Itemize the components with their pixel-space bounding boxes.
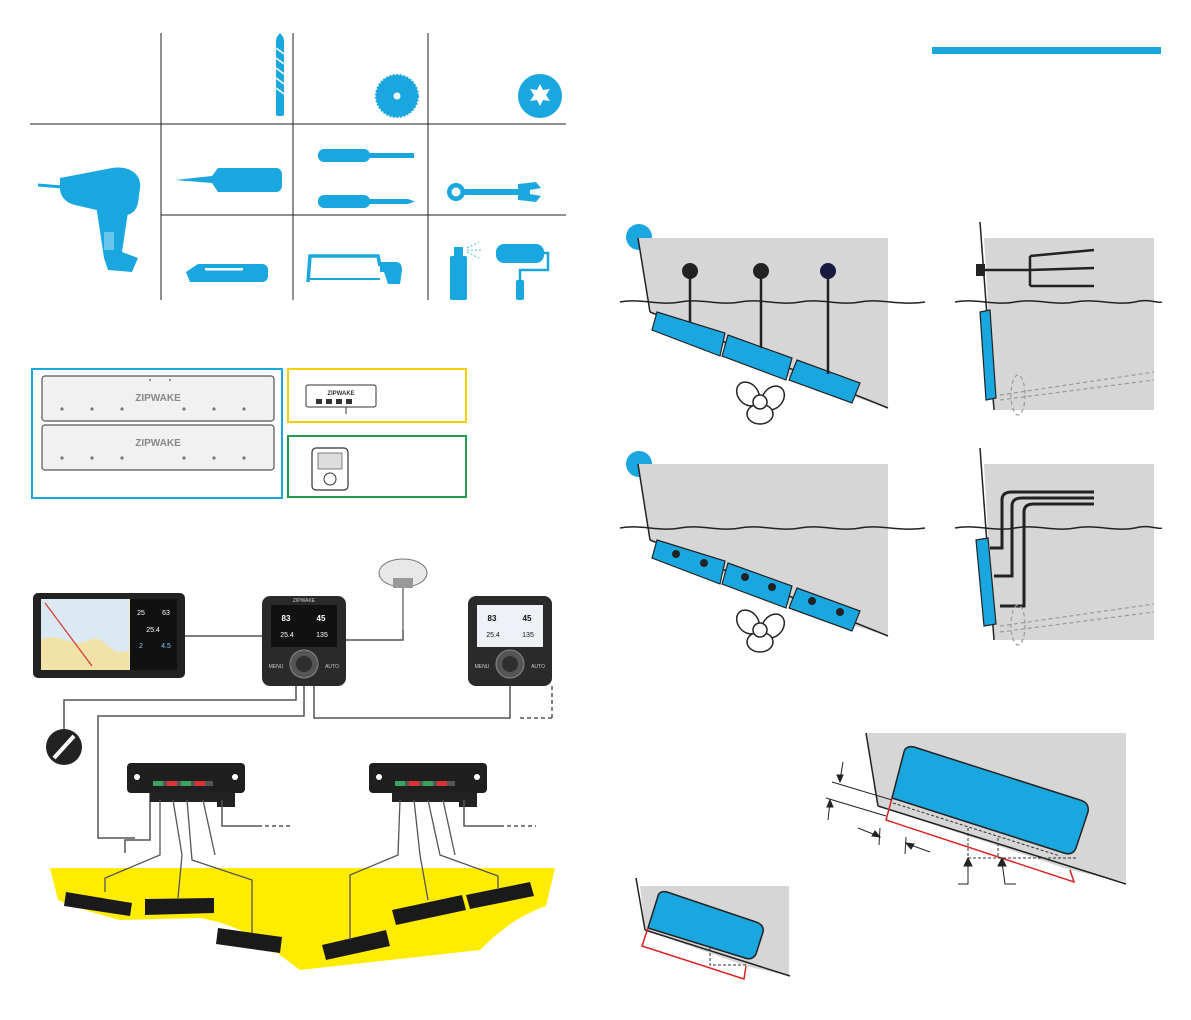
mounting-detail [635, 732, 1127, 980]
power-drill-icon [37, 167, 141, 272]
svg-text:25.4: 25.4 [486, 632, 500, 639]
step-1-side-hull [984, 238, 1154, 410]
distribution-box-icon: ZIPWAKE [305, 384, 377, 414]
svg-text:2: 2 [139, 643, 143, 650]
propeller-icon [735, 381, 786, 425]
distribution-box-right [369, 763, 487, 807]
svg-text:25.4: 25.4 [146, 627, 160, 634]
interceptor-kit-box [31, 368, 283, 499]
spray-paint-roller-icon [450, 241, 550, 300]
cut-line [885, 797, 1076, 884]
svg-text:45: 45 [317, 614, 326, 623]
step-2 [619, 447, 1163, 653]
accent-bar [932, 47, 1161, 54]
interceptor-cables [104, 799, 499, 940]
svg-text:AUTO: AUTO [531, 664, 545, 670]
interceptor-units [64, 882, 534, 960]
drill-bit-icon [275, 33, 285, 116]
utility-knife-icon [186, 264, 268, 282]
side-interceptor [975, 537, 997, 627]
control-panel-icon [311, 447, 349, 491]
svg-text:63: 63 [162, 610, 170, 617]
distribution-box-left [127, 763, 245, 807]
svg-text:135: 135 [316, 632, 328, 639]
hull-transom [50, 868, 555, 970]
hacksaw-icon [306, 254, 402, 284]
svg-text:83: 83 [282, 614, 291, 623]
svg-text:25: 25 [137, 610, 145, 617]
svg-text:4.5: 4.5 [161, 643, 171, 650]
side-interceptor [979, 309, 997, 401]
system-diagram: 25 63 25.4 2 4.5 ZIPWAKE 83 45 25.4 135 … [33, 558, 555, 970]
propeller-icon [735, 609, 786, 653]
system-cables [63, 630, 553, 853]
marking-pins [688, 272, 830, 374]
prohibited-icon [46, 729, 82, 765]
drill-holes [672, 550, 844, 616]
drill-guide-tool [990, 490, 1094, 608]
svg-text:MENU: MENU [269, 664, 284, 670]
svg-text:ZIPWAKE: ZIPWAKE [135, 393, 181, 404]
wrench-icon [447, 182, 541, 202]
marking-tool-icon [985, 248, 1095, 288]
control-panel-primary: ZIPWAKE 83 45 25.4 135 MENU AUTO [262, 596, 346, 686]
interceptor-plate: ZIPWAKE [41, 424, 275, 471]
screwdriver-set-icon [318, 149, 415, 208]
svg-text:MENU: MENU [475, 664, 490, 670]
control-panel-secondary: 83 45 25.4 135 MENU AUTO [468, 596, 552, 686]
svg-text:ZIPWAKE: ZIPWAKE [327, 391, 354, 397]
svg-text:135: 135 [522, 632, 534, 639]
svg-text:25.4: 25.4 [280, 632, 294, 639]
gps-antenna-icon [378, 558, 428, 630]
step-1 [619, 221, 1163, 425]
distribution-kit-box [287, 368, 467, 423]
interceptor-plate: ZIPWAKE [41, 375, 275, 422]
step-2-interceptors [651, 539, 861, 632]
dimension-arrows [825, 761, 1016, 885]
tools-grid [30, 33, 566, 300]
svg-text:ZIPWAKE: ZIPWAKE [293, 598, 316, 604]
hole-saw-icon [375, 74, 419, 118]
kit-contents: ZIPWAKE ZIPWAKE ZIPWAKE [31, 368, 467, 499]
mfd-display: 25 63 25.4 2 4.5 [33, 593, 185, 678]
step-2-side-hull [984, 464, 1154, 640]
interceptor-detail [891, 745, 1089, 855]
control-kit-box [287, 435, 467, 498]
torx-bit-icon [518, 74, 562, 118]
distribution-cables [221, 800, 536, 827]
step-1-interceptors [651, 311, 861, 404]
sealant-gun-icon [175, 168, 282, 192]
svg-text:ZIPWAKE: ZIPWAKE [135, 438, 181, 449]
svg-text:AUTO: AUTO [325, 664, 339, 670]
svg-text:83: 83 [488, 614, 497, 623]
svg-text:45: 45 [523, 614, 532, 623]
